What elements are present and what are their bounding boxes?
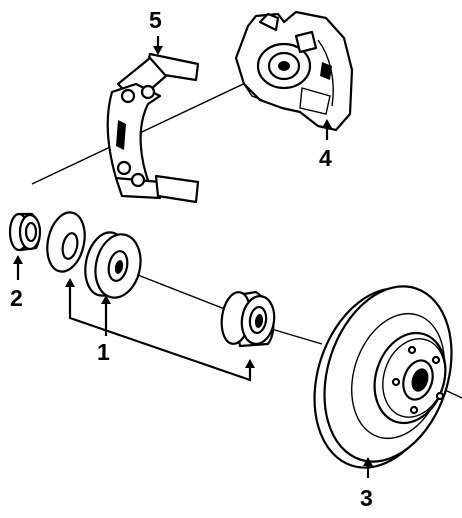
outer-bearing <box>84 231 142 299</box>
arrow-2 <box>13 255 23 264</box>
callout-3: 3 <box>360 485 373 511</box>
callout-2: 2 <box>10 285 23 311</box>
callout-1: 1 <box>97 339 110 365</box>
callout-5: 5 <box>149 7 162 33</box>
hub-to-rotor-line <box>267 327 323 345</box>
inner-bearing <box>220 290 276 348</box>
arrow-5 <box>153 46 163 55</box>
leader-1 <box>65 278 255 382</box>
caliper-bracket <box>106 52 200 204</box>
brake-rotor <box>313 285 453 469</box>
callout-4: 4 <box>319 145 332 171</box>
arrow-3 <box>363 457 373 466</box>
brake-caliper <box>234 10 354 132</box>
small-bearing <box>8 212 42 252</box>
washer <box>46 211 86 273</box>
arrow-4 <box>322 119 332 128</box>
caliper-axis-line <box>31 76 259 185</box>
